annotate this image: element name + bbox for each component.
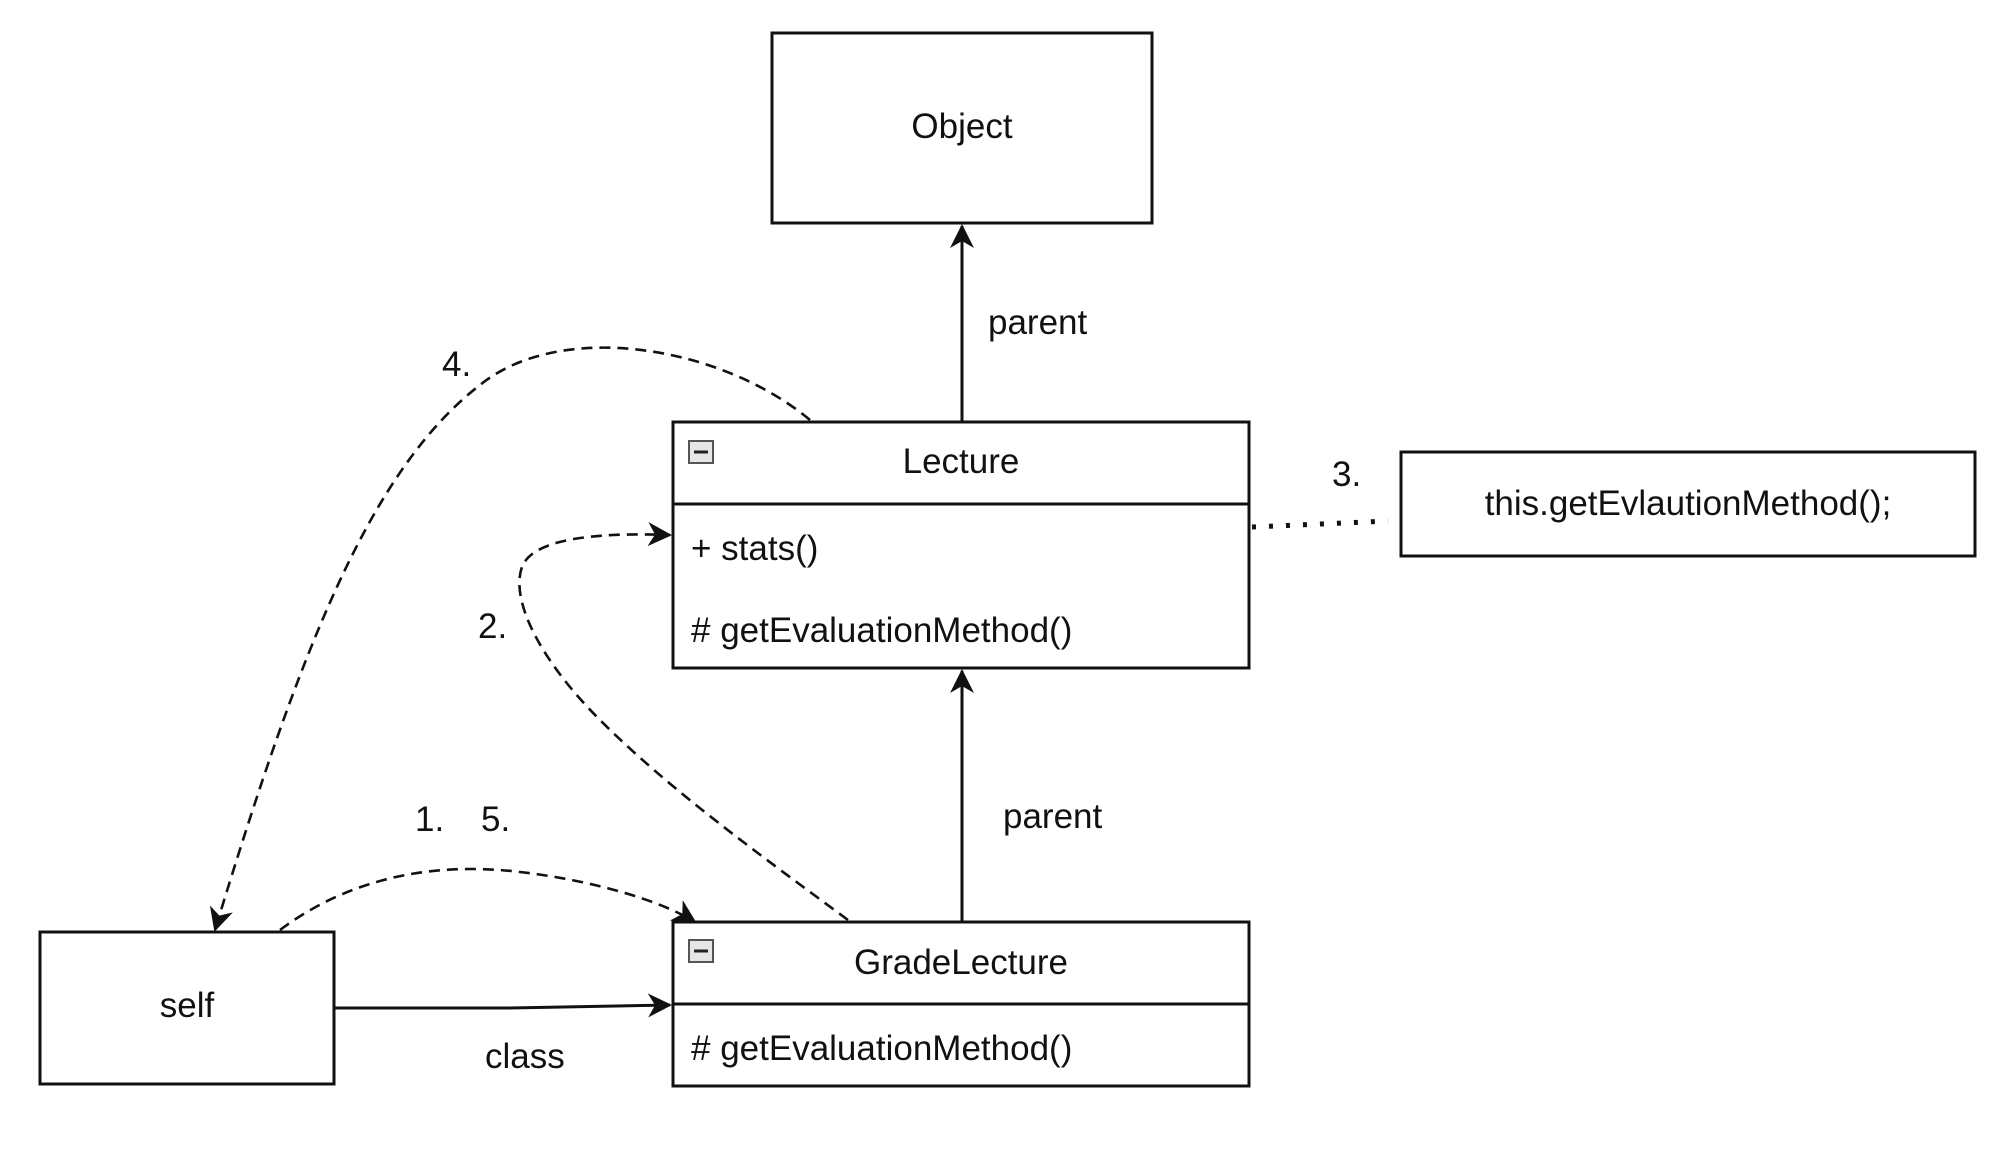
lecture-method-get-evaluation: # getEvaluationMethod() xyxy=(691,611,1072,650)
step-2-label: 2. xyxy=(478,607,507,646)
grade-lecture-method-get-evaluation: # getEvaluationMethod() xyxy=(691,1029,1072,1068)
note-label: this.getEvlautionMethod(); xyxy=(1485,484,1892,523)
object-label: Object xyxy=(911,107,1012,146)
grade-lecture-title: GradeLecture xyxy=(854,943,1068,982)
self-class-edge xyxy=(334,993,672,1018)
lecture-title: Lecture xyxy=(903,442,1020,481)
step-4-label: 4. xyxy=(442,345,471,384)
minus-square-icon[interactable] xyxy=(688,939,714,963)
object-box[interactable]: Object xyxy=(770,31,1154,225)
minus-square-icon[interactable] xyxy=(688,440,714,464)
step-4-path xyxy=(209,346,811,932)
self-label: self xyxy=(160,986,215,1025)
note-connector xyxy=(1251,518,1389,530)
note-box[interactable]: this.getEvlautionMethod(); xyxy=(1399,450,1977,558)
lecture-class-box[interactable]: Lecture + stats() # getEvaluationMethod(… xyxy=(671,420,1251,670)
grade-lecture-parent-label: parent xyxy=(1003,797,1103,836)
step-1-5-path xyxy=(279,867,697,932)
step-2-path xyxy=(518,522,849,922)
lecture-method-stats: + stats() xyxy=(691,529,818,568)
step-3-label: 3. xyxy=(1332,455,1361,494)
grade-lecture-class-box[interactable]: GradeLecture # getEvaluationMethod() xyxy=(671,920,1251,1088)
step-5-label: 5. xyxy=(481,800,510,839)
self-class-label: class xyxy=(485,1037,565,1076)
lecture-parent-label: parent xyxy=(988,303,1088,342)
self-box[interactable]: self xyxy=(38,930,336,1086)
step-1-label: 1. xyxy=(415,800,444,839)
